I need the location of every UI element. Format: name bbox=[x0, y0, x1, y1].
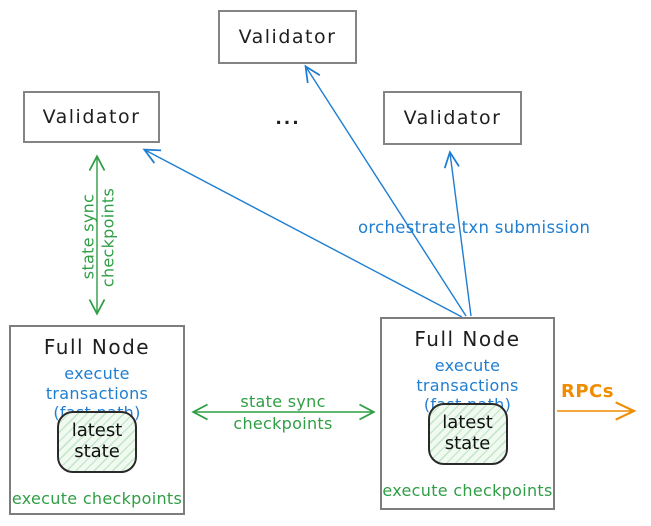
full-node-left-exec-line1: execute transactions bbox=[45, 364, 149, 403]
latest-state-box-right: latest state bbox=[427, 403, 508, 465]
latest-state-left-line1: latest bbox=[71, 420, 123, 442]
left-sync-label-line2: checkpoints bbox=[98, 187, 118, 288]
validator-box-top: Validator bbox=[218, 10, 357, 64]
orchestrate-label: orchestrate txn submission bbox=[358, 218, 591, 237]
full-node-right-exec-line1: execute transactions bbox=[416, 356, 519, 395]
latest-state-left-line2: state bbox=[74, 441, 120, 462]
validator-left-label: Validator bbox=[42, 106, 141, 128]
validators-ellipsis: ... bbox=[275, 109, 301, 129]
validator-box-right: Validator bbox=[383, 91, 522, 145]
mid-sync-label-line1: state sync bbox=[240, 392, 326, 411]
mid-sync-label-line2: checkpoints bbox=[233, 414, 333, 433]
rpcs-label: RPCs bbox=[561, 381, 614, 402]
full-node-right-footer: execute checkpoints bbox=[382, 481, 553, 500]
full-node-box-right: Full Node execute transactions (fast pat… bbox=[380, 317, 555, 510]
full-node-left-footer: execute checkpoints bbox=[11, 489, 183, 508]
full-node-left-title: Full Node bbox=[43, 335, 151, 359]
validator-right-label: Validator bbox=[403, 107, 502, 129]
latest-state-right-line2: state bbox=[444, 433, 491, 454]
full-node-box-left: Full Node execute transactions (fast pat… bbox=[9, 325, 185, 515]
validator-box-left: Validator bbox=[23, 91, 160, 143]
full-node-right-title: Full Node bbox=[414, 327, 521, 351]
left-sync-label-line1: state sync bbox=[78, 193, 98, 280]
validator-top-label: Validator bbox=[238, 26, 337, 48]
latest-state-right-line1: latest bbox=[442, 412, 493, 434]
latest-state-box-left: latest state bbox=[57, 411, 137, 473]
